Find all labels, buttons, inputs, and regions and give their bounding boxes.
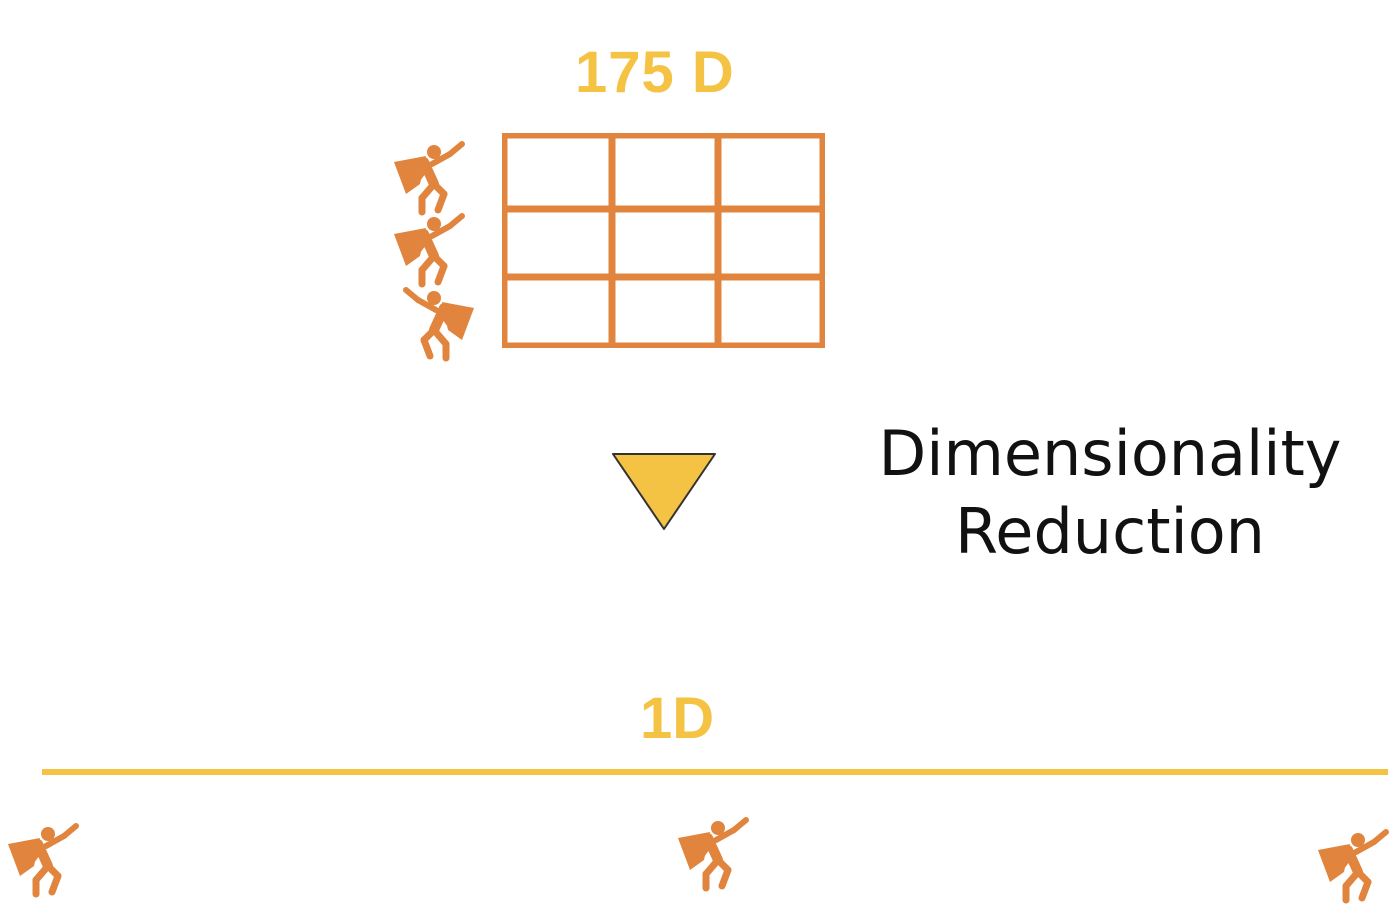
superhero-icon <box>8 823 79 898</box>
process-label: Dimensionality Reduction <box>870 415 1350 571</box>
data-matrix <box>502 133 825 348</box>
down-triangle-icon <box>612 453 716 530</box>
superhero-icon <box>394 141 465 216</box>
superhero-icon <box>678 817 749 892</box>
superhero-icon <box>394 213 465 288</box>
input-dimension-label: 175 D <box>575 40 735 105</box>
superhero-icon <box>1318 829 1389 904</box>
process-label-line2: Reduction <box>955 495 1265 568</box>
superhero-icon <box>403 287 474 362</box>
one-dimension-axis <box>42 769 1388 775</box>
output-dimension-label: 1D <box>640 686 715 751</box>
process-label-line1: Dimensionality <box>878 417 1342 490</box>
